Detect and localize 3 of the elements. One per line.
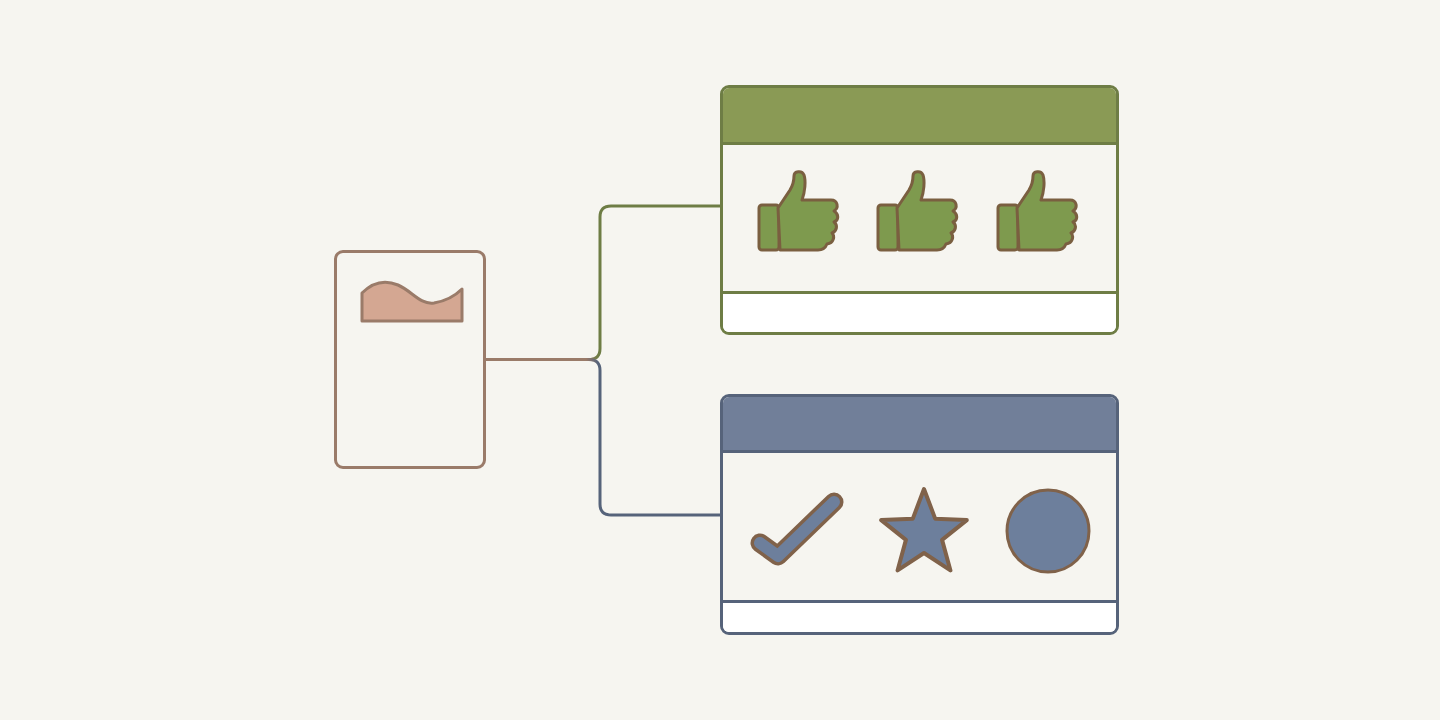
window-panel xyxy=(720,394,1119,635)
content-card xyxy=(334,250,486,469)
window-panel xyxy=(720,85,1119,335)
